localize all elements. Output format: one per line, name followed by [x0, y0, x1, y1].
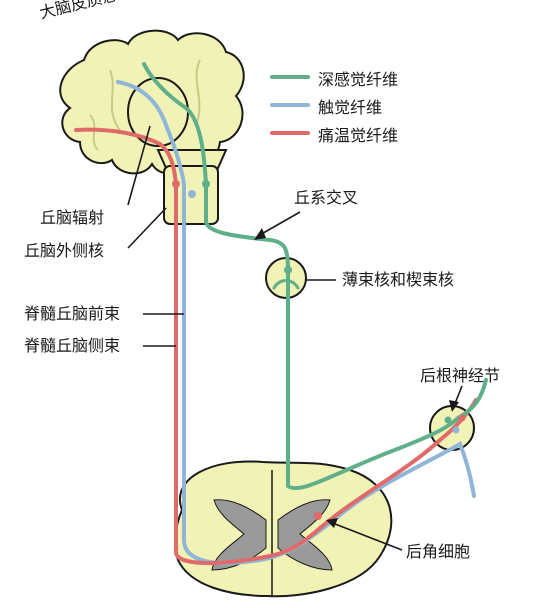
touch-fiber-tract [116, 80, 476, 565]
gracile-synapse-dot [284, 266, 292, 274]
gray-matter-left [211, 499, 267, 571]
pointer-decussation-arrowhead [254, 228, 266, 240]
label-lateral-thalamic-nucleus: 丘脑外侧核 [24, 241, 105, 260]
label-gracile-cuneate-nuclei: 薄束核和楔束核 [342, 270, 455, 289]
deep-sensation-branch [272, 279, 300, 290]
cortex-sulcus [109, 69, 121, 131]
label-dorsal-horn-cells: 后角细胞 [406, 542, 471, 561]
label-thalamic-radiation: 丘脑辐射 [40, 208, 105, 227]
label-anterior-spinothalamic-tract: 脊髓丘脑前束 [24, 304, 121, 323]
dorsal-horn-synapse [314, 512, 322, 520]
pointer-dorsal-horn [329, 521, 403, 551]
thalamus-synapse-red [172, 180, 180, 188]
thalamus-synapse-blue [188, 190, 196, 198]
cortex-sulcus [89, 114, 99, 151]
legend-item-pain-temperature: 痛温觉纤维 [270, 122, 470, 145]
label-lateral-spinothalamic-tract: 脊髓丘脑侧束 [24, 336, 121, 355]
legend-item-deep: 深感觉纤维 [270, 66, 470, 89]
pointer-ganglion-arrowhead [449, 400, 459, 412]
label-dorsal-root-ganglion: 后根神经节 [420, 366, 501, 385]
legend-swatch [270, 103, 310, 107]
ganglion-cell-green [444, 416, 452, 424]
ganglion-cell-red [458, 414, 466, 422]
legend-label: 痛温觉纤维 [318, 126, 399, 145]
legend-swatch [270, 75, 310, 79]
pointer-thalamic-radiation [127, 125, 151, 206]
pointer-lateral-thalamic-nucleus [127, 207, 167, 249]
cortex-sulcus [195, 59, 201, 126]
legend-swatch [270, 131, 310, 135]
pointer-decussation [257, 211, 301, 237]
legend-label: 触觉纤维 [318, 98, 383, 117]
legend: 深感觉纤维 触觉纤维 痛温觉纤维 [270, 66, 470, 156]
pain-temperature-fiber-tract [74, 127, 478, 566]
deep-sensation-fiber-tract [142, 62, 488, 491]
legend-label: 深感觉纤维 [318, 70, 399, 89]
ganglion-cell-blue [452, 426, 460, 434]
legend-item-touch: 触觉纤维 [270, 94, 470, 117]
pointer-dorsal-horn-arrowhead [326, 518, 338, 528]
label-lemniscal-decussation: 丘系交叉 [294, 188, 359, 207]
thalamus-synapse-green [202, 180, 210, 188]
